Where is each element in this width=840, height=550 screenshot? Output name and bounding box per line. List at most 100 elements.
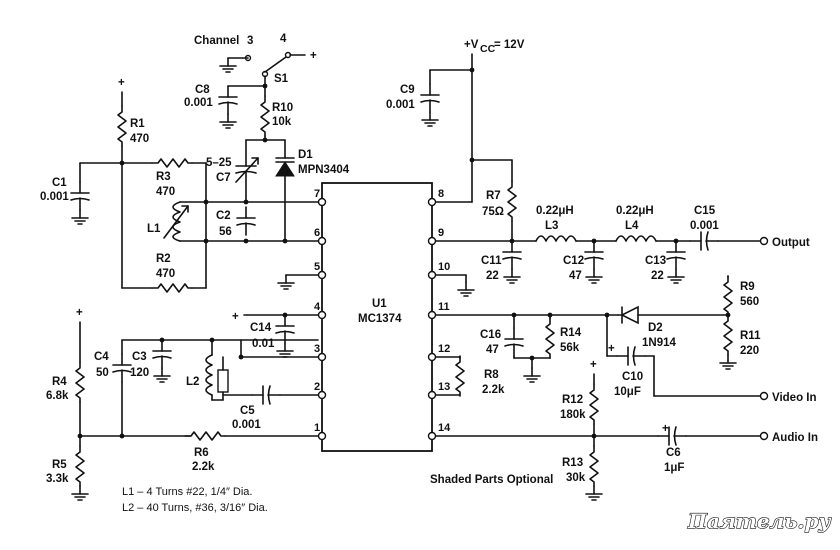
svg-text:R5: R5: [52, 459, 67, 471]
resistor-r7: R7 75Ω: [471, 159, 517, 242]
svg-text:1μF: 1μF: [664, 462, 684, 474]
svg-text:6.8k: 6.8k: [46, 390, 69, 402]
svg-text:C6: C6: [666, 447, 681, 459]
svg-text:14: 14: [438, 422, 451, 434]
switch-s1: Channel 3 4 S1 +: [194, 33, 317, 87]
svg-text:13: 13: [438, 381, 450, 393]
svg-text:+: +: [590, 359, 597, 371]
svg-text:560: 560: [740, 296, 759, 308]
svg-text:C2: C2: [216, 210, 231, 222]
resistor-r10: R10 10k: [260, 85, 293, 141]
svg-text:C3: C3: [132, 351, 147, 363]
svg-text:0.001: 0.001: [40, 191, 69, 203]
svg-text:56k: 56k: [560, 342, 580, 354]
svg-text:D2: D2: [648, 322, 663, 334]
svg-text:4: 4: [280, 33, 287, 45]
svg-text:0.001: 0.001: [386, 99, 415, 111]
svg-text:3.3k: 3.3k: [46, 473, 69, 485]
capacitor-c1: C1 0.001: [40, 162, 90, 225]
svg-text:470: 470: [156, 268, 175, 280]
resistor-r5: R5 3.3k: [46, 435, 89, 501]
svg-text:0.22μH: 0.22μH: [536, 205, 574, 217]
svg-text:30k: 30k: [566, 472, 586, 484]
svg-text:Output: Output: [772, 237, 810, 249]
svg-text:C7: C7: [216, 172, 231, 184]
capacitor-c13: C13 22: [645, 240, 686, 284]
svg-text:R12: R12: [562, 394, 583, 406]
inductor-l2: L2: [186, 339, 229, 401]
capacitor-c10: + C10 10μF: [606, 314, 761, 398]
svg-text:C14: C14: [250, 322, 272, 334]
svg-text:0.001: 0.001: [232, 419, 261, 431]
svg-text:C16: C16: [480, 329, 501, 341]
svg-text:L2: L2: [186, 376, 199, 388]
svg-text:C5: C5: [240, 405, 255, 417]
svg-text:S1: S1: [274, 73, 289, 85]
svg-text:220: 220: [740, 345, 759, 357]
svg-text:C9: C9: [400, 84, 415, 96]
note-shaded: Shaded Parts Optional: [430, 474, 553, 486]
svg-text:+: +: [232, 311, 239, 323]
svg-text:C12: C12: [563, 255, 584, 267]
svg-text:R6: R6: [194, 447, 209, 459]
svg-text:0.001: 0.001: [690, 220, 719, 232]
svg-text:50: 50: [96, 367, 109, 379]
capacitor-c7: 5–25 C7: [206, 139, 259, 203]
svg-text:L4: L4: [625, 220, 639, 232]
svg-text:Audio In: Audio In: [772, 432, 818, 444]
ic-pins-right: 8 9 10 11 12 13 14: [427, 188, 451, 441]
svg-text:0.001: 0.001: [184, 97, 213, 109]
svg-text:R1: R1: [130, 118, 145, 130]
capacitor-c14: + C14 0.01: [232, 311, 319, 358]
inductor-l4: 0.22μH L4: [615, 205, 691, 242]
diode-d1: D1 MPN3404: [275, 139, 350, 242]
resistor-r1: + R1 470: [117, 77, 149, 164]
svg-text:22: 22: [486, 270, 499, 282]
svg-text:R7: R7: [486, 190, 501, 202]
svg-text:8: 8: [438, 188, 444, 200]
svg-text:10μF: 10μF: [614, 386, 641, 398]
svg-text:2.2k: 2.2k: [482, 384, 505, 396]
svg-text:3: 3: [247, 35, 253, 47]
capacitor-c8: C8 0.001: [184, 83, 268, 129]
capacitor-c12: C12 47: [563, 240, 604, 284]
svg-text:+: +: [76, 307, 83, 319]
svg-text:R13: R13: [562, 457, 583, 469]
svg-text:22: 22: [651, 270, 664, 282]
video-in-terminal: Video In: [759, 391, 817, 404]
svg-text:R9: R9: [740, 281, 755, 293]
svg-text:+: +: [310, 50, 317, 62]
svg-text:C15: C15: [694, 205, 716, 217]
svg-text:56: 56: [219, 226, 232, 238]
svg-text:12: 12: [438, 343, 450, 355]
svg-text:R4: R4: [52, 376, 67, 388]
capacitor-c6: + C6 1μF: [657, 423, 761, 474]
resistor-r9: R9 560: [723, 275, 759, 317]
ic-name: U1: [372, 298, 387, 310]
resistor-r3: R3 470: [151, 158, 207, 203]
capacitor-c15: C15 0.001: [689, 205, 761, 251]
svg-text:10k: 10k: [272, 116, 292, 128]
svg-text:+: +: [608, 343, 615, 355]
svg-text:47: 47: [486, 344, 499, 356]
svg-text:R11: R11: [740, 330, 761, 342]
output-terminal: Output: [759, 236, 810, 249]
watermark: Паятель.ру: [687, 509, 831, 533]
svg-text:C13: C13: [645, 255, 666, 267]
resistor-r8: R8 2.2k: [435, 355, 505, 397]
note-l2: L2 – 40 Turns, #36, 3/16″ Dia.: [122, 502, 268, 514]
svg-text:C8: C8: [195, 84, 210, 96]
svg-text:1N914: 1N914: [642, 337, 676, 349]
svg-text:11: 11: [438, 301, 450, 313]
resistor-r11: R11 220: [719, 314, 761, 370]
ic-part: MC1374: [358, 313, 402, 325]
capacitor-c4: C4 50: [94, 339, 132, 437]
svg-text:470: 470: [156, 186, 175, 198]
svg-text:6: 6: [314, 227, 320, 239]
ic-body: [321, 182, 433, 452]
svg-text:4: 4: [314, 301, 321, 313]
capacitor-c9: C9 0.001: [386, 69, 440, 127]
svg-text:75Ω: 75Ω: [482, 206, 504, 218]
resistor-r13: R13 30k: [562, 435, 603, 501]
